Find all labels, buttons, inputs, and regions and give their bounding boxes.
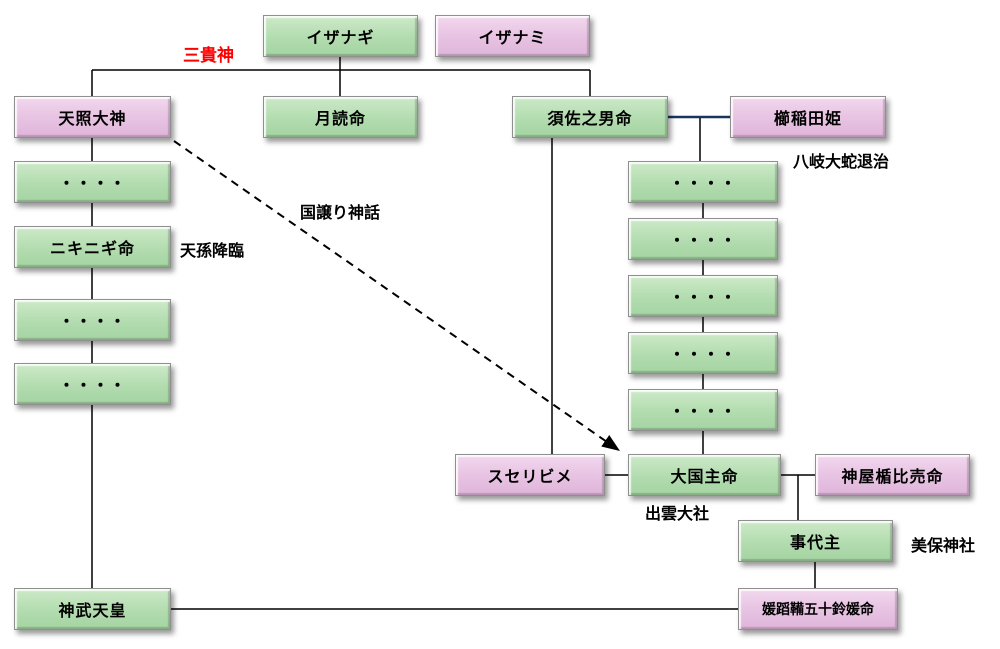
node-izanami: イザナミ: [435, 15, 590, 57]
annotation-tenson-korin: 天孫降臨: [180, 243, 245, 260]
annotation-sanki-shin: 三貴神: [183, 46, 234, 65]
node-izanagi: イザナギ: [263, 15, 418, 57]
node-amaterasu-descendant-1: ・・・・: [14, 161, 171, 203]
node-ninigi: ニキニギ命: [14, 226, 171, 268]
annotation-kuniyuzuri: 国譲り神話: [300, 205, 381, 222]
node-kamuyatatehime: 神屋楯比売命: [815, 454, 970, 496]
node-kotoshironushi: 事代主: [738, 520, 893, 562]
annotation-izumo-taisha: 出雲大社: [645, 506, 710, 523]
node-susanoo-descendant-4: ・・・・: [628, 332, 778, 374]
node-okuninushi: 大国主命: [628, 454, 781, 496]
node-kushinadahime: 櫛稲田姫: [730, 96, 886, 138]
node-himetataraisuzuhime: 媛蹈鞴五十鈴媛命: [738, 588, 898, 630]
node-susanoo-descendant-2: ・・・・: [628, 218, 778, 260]
node-amaterasu: 天照大神: [14, 96, 171, 138]
node-amaterasu-descendant-2: ・・・・: [14, 299, 171, 341]
node-tsukuyomi: 月読命: [263, 96, 418, 138]
node-suseribime: スセリビメ: [455, 454, 605, 496]
node-amaterasu-descendant-3: ・・・・: [14, 363, 171, 405]
annotation-yamata-no-orochi: 八岐大蛇退治: [793, 154, 890, 171]
node-susanoo: 須佐之男命: [512, 96, 668, 138]
node-jimmu: 神武天皇: [14, 588, 171, 630]
annotation-miho-jinja: 美保神社: [911, 538, 976, 555]
node-susanoo-descendant-5: ・・・・: [628, 389, 778, 431]
line-kuniyuzuri-arrow: [173, 140, 621, 452]
node-susanoo-descendant-3: ・・・・: [628, 275, 778, 317]
node-susanoo-descendant-1: ・・・・: [628, 161, 778, 203]
